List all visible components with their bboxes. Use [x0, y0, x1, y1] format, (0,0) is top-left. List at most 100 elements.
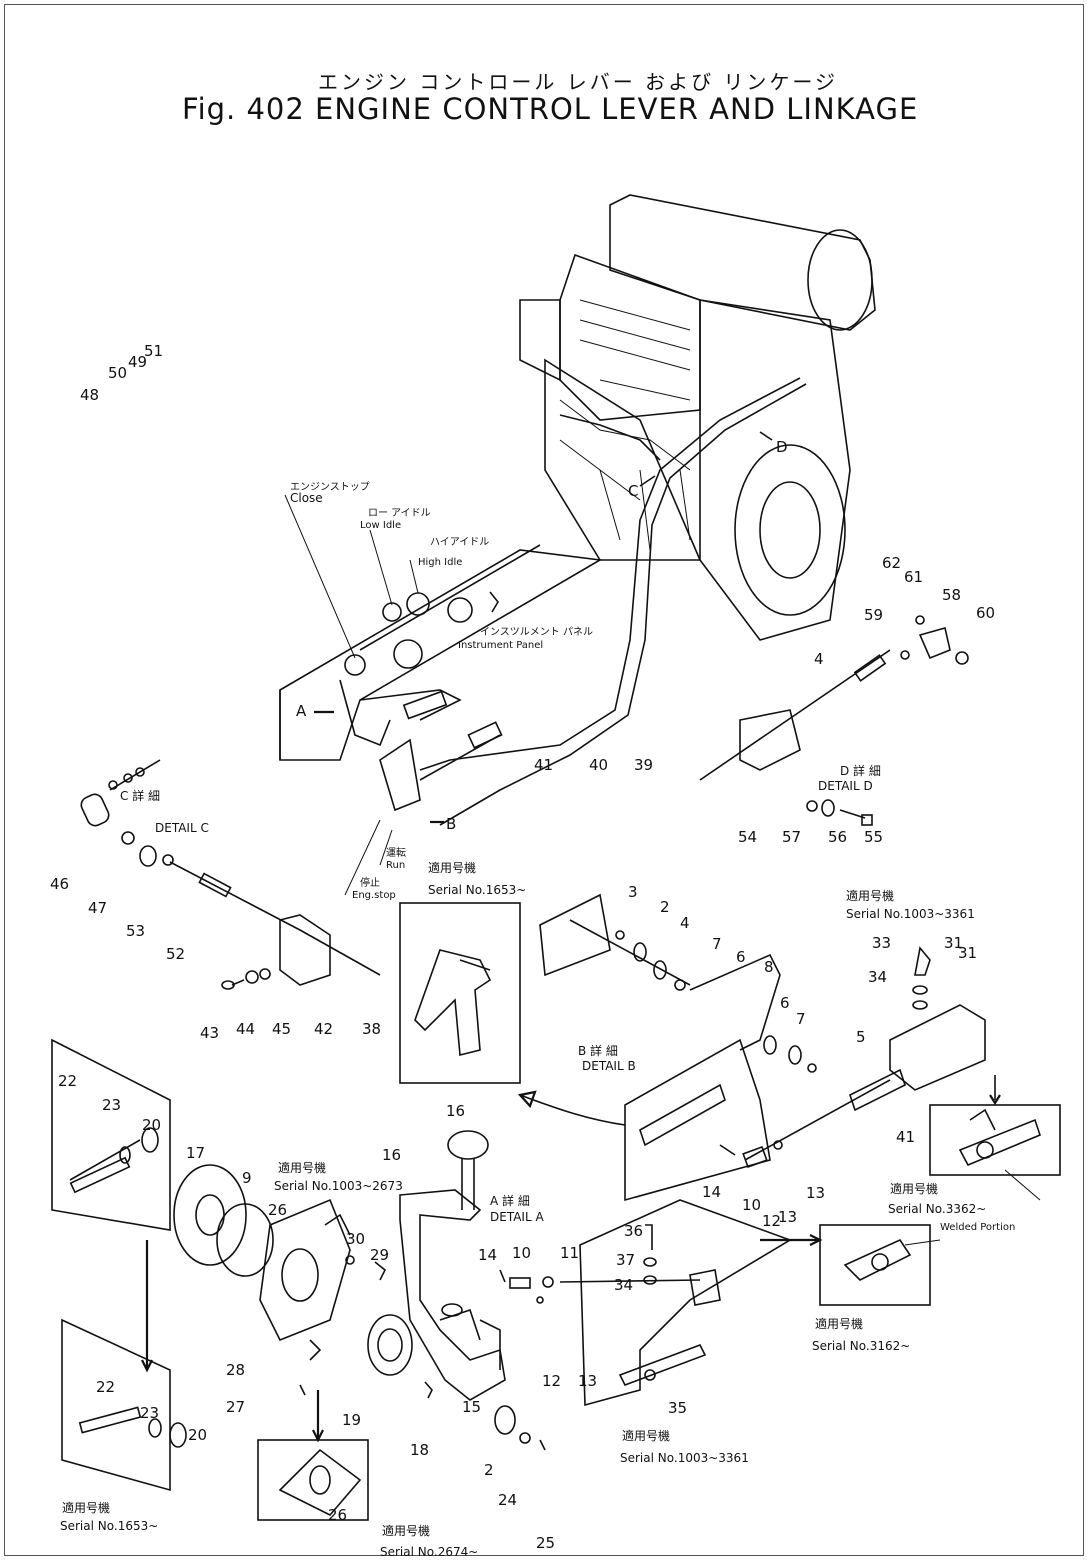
part-number-callout: 31 [944, 934, 963, 952]
plate-assembly [51, 1038, 387, 1521]
part-number-callout: 26 [328, 1506, 347, 1524]
part-number-callout: 3 [628, 883, 638, 901]
part-number-callout: 34 [614, 1276, 633, 1294]
label-high-idle: High Idle [418, 557, 462, 568]
detail-d-assembly [699, 615, 969, 826]
part-number-callout: 20 [188, 1426, 207, 1444]
part-number-callout: 58 [942, 586, 961, 604]
part-number-callout: 55 [864, 828, 883, 846]
part-number-callout: 42 [314, 1020, 333, 1038]
serial-6-jp: 適用号機 [622, 1428, 670, 1443]
detail-d-label: DETAIL D [818, 779, 873, 793]
part-number-callout: 35 [668, 1399, 687, 1417]
part-number-callout: 7 [796, 1010, 806, 1028]
part-number-callout: 44 [236, 1020, 255, 1038]
part-number-callout: 40 [589, 756, 608, 774]
part-number-callout: 13 [806, 1184, 825, 1202]
part-number-callout: 23 [140, 1404, 159, 1422]
part-number-callout: 60 [976, 604, 995, 622]
part-number-callout: 2 [484, 1461, 494, 1479]
part-number-callout: 59 [864, 606, 883, 624]
part-number-callout: 12 [542, 1372, 561, 1390]
part-number-callout: 31 [958, 944, 977, 962]
part-number-callout: 20 [142, 1116, 161, 1134]
part-number-callout: 5 [856, 1028, 866, 1046]
detail-c-jp: C 詳 細 [120, 788, 160, 803]
part-number-callout: 50 [108, 364, 127, 382]
part-number-callout: 7 [712, 935, 722, 953]
part-number-callout: 4 [814, 650, 824, 668]
label-run: Run [386, 860, 405, 871]
serial-3: Serial No.3362~ [888, 1202, 986, 1216]
linkage-detail-b [359, 689, 503, 812]
part-number-callout: 6 [736, 948, 746, 966]
part-number-callout: 14 [702, 1183, 721, 1201]
part-number-callout: 26 [268, 1201, 287, 1219]
part-number-callout: 9 [242, 1169, 252, 1187]
label-close: Close [290, 491, 323, 505]
part-number-callout: 36 [624, 1222, 643, 1240]
bracket-31-assembly [849, 946, 1001, 1112]
part-number-callout: 25 [536, 1534, 555, 1552]
part-number-callout: 23 [102, 1096, 121, 1114]
control-cables [419, 377, 807, 826]
part-number-callout: 48 [80, 386, 99, 404]
part-number-callout: 45 [272, 1020, 291, 1038]
label-instrument-panel: Instrument Panel [458, 640, 543, 651]
label-high-idle-jp: ハイアイドル [430, 537, 489, 548]
label-engine-stop-jp: エンジンストップ [290, 481, 370, 493]
part-number-callout: 62 [882, 554, 901, 572]
lever-assembly [367, 1130, 792, 1451]
part-number-callout: 19 [342, 1411, 361, 1429]
label-eng-stop-jp: 停止 [360, 876, 380, 889]
part-number-callout: 47 [88, 899, 107, 917]
part-number-callout: 13 [578, 1372, 597, 1390]
serial-7-jp: 適用号機 [62, 1500, 110, 1515]
part-number-callout: 27 [226, 1398, 245, 1416]
part-number-callout: 57 [782, 828, 801, 846]
part-number-callout: 10 [512, 1244, 531, 1262]
part-number-callout: 56 [828, 828, 847, 846]
part-number-callout: 41 [534, 756, 553, 774]
part-number-callout: 52 [166, 945, 185, 963]
part-number-callout: 41 [896, 1128, 915, 1146]
part-number-callout: 33 [872, 934, 891, 952]
part-number-callout: 2 [660, 898, 670, 916]
part-number-callout: 12 [762, 1212, 781, 1230]
engine-illustration [519, 194, 876, 641]
marker-b: B [446, 815, 456, 833]
title-japanese: エンジン コントロール レバー および リンケージ [318, 70, 839, 94]
part-number-callout: 11 [560, 1244, 579, 1262]
detail-b-assembly [539, 893, 891, 1202]
part-number-callout: 15 [462, 1398, 481, 1416]
figure-title: Fig. 402 ENGINE CONTROL LEVER AND LINKAG… [182, 92, 919, 126]
part-number-callout: 54 [738, 828, 757, 846]
serial-4-jp: 適用号機 [278, 1160, 326, 1175]
detail-a-label: DETAIL A [490, 1210, 544, 1224]
part-number-callout: 30 [346, 1230, 365, 1248]
part-number-callout: 38 [362, 1020, 381, 1038]
part-number-callout: 28 [226, 1361, 245, 1379]
serial-5-jp: 適用号機 [815, 1316, 863, 1331]
serial-3-jp: 適用号機 [890, 1181, 938, 1196]
part-number-callout: 29 [370, 1246, 389, 1264]
part-number-callout: 10 [742, 1196, 761, 1214]
detail-c-assembly [80, 759, 381, 990]
detail-d-jp: D 詳 細 [840, 763, 881, 778]
part-number-callout: 6 [780, 994, 790, 1012]
serial-1-jp: 適用号機 [428, 860, 476, 875]
detail-c-label: DETAIL C [155, 821, 209, 835]
part-number-callout: 8 [764, 958, 774, 976]
serial-8: Serial No.2674~ [380, 1545, 478, 1559]
detail-b-label: DETAIL B [582, 1059, 636, 1073]
inset-serial-3162 [760, 1224, 941, 1306]
serial-4: Serial No.1003~2673 [274, 1179, 403, 1193]
part-number-callout: 17 [186, 1144, 205, 1162]
part-number-callout: 37 [616, 1251, 635, 1269]
label-eng-stop: Eng.stop [352, 890, 396, 901]
part-number-callout: 43 [200, 1024, 219, 1042]
marker-a: A [296, 702, 307, 720]
part-number-callout: 16 [382, 1146, 401, 1164]
